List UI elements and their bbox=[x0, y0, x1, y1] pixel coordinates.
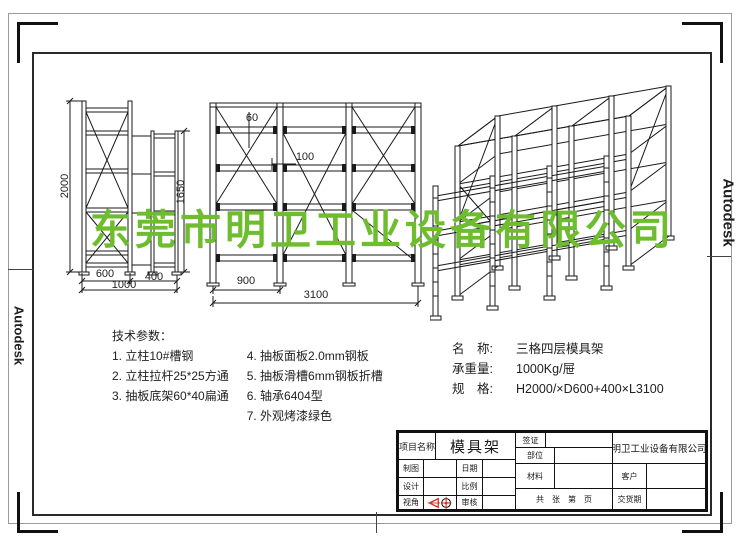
project-name-cell: 模具架 bbox=[435, 432, 516, 460]
scale-label-cell: 比例 bbox=[456, 477, 483, 496]
tech-params-title: 技术参数： bbox=[112, 329, 173, 343]
draft-value-cell bbox=[423, 459, 457, 478]
autodesk-watermark-right: Autodesk bbox=[719, 178, 737, 247]
design-label-cell: 设计 bbox=[398, 477, 424, 496]
isometric-view-drawing bbox=[430, 85, 675, 321]
sign-label-cell: 签证 bbox=[515, 432, 546, 448]
tech-params-col2: 4. 抽板面板2.0mm钢板 5. 抽板滑槽6mm钢板折槽 6. 轴承6404型… bbox=[247, 346, 383, 426]
dim-label-60: 60 bbox=[245, 112, 259, 124]
delivery-value-cell bbox=[646, 488, 706, 510]
page-border bbox=[8, 13, 732, 524]
trim-mark-bottom-left bbox=[17, 530, 58, 533]
spec-size-value: H2000/×D600+400×L3100 bbox=[516, 382, 664, 396]
tech-param-item: 3. 抽板底架60*40扁通 bbox=[112, 389, 229, 403]
center-tick-left bbox=[8, 269, 33, 270]
dim-label-3100: 3100 bbox=[303, 289, 329, 301]
front-view-drawing bbox=[206, 102, 425, 307]
dim-label-400: 400 bbox=[144, 271, 164, 283]
date-label-cell: 日期 bbox=[456, 459, 483, 478]
customer-value-cell bbox=[646, 463, 706, 489]
dim-label-100: 100 bbox=[295, 151, 315, 163]
part-label-cell: 部位 bbox=[515, 447, 555, 464]
trim-mark-bottom-right bbox=[682, 530, 723, 533]
tech-param-item: 7. 外观烤漆绿色 bbox=[246, 409, 333, 423]
title-block: 项目名称 模具架 制图 日期 设计 比例 视角 审核 签证 部位 材料 共 张 … bbox=[396, 430, 708, 512]
part-value-cell bbox=[554, 447, 613, 464]
tech-param-item: 4. 抽板面板2.0mm钢板 bbox=[246, 349, 369, 363]
scale-value-cell bbox=[482, 477, 516, 496]
tech-param-item: 5. 抽板滑槽6mm钢板折槽 bbox=[246, 369, 383, 383]
tech-params-col1: 1. 立柱10#槽钢 2. 立柱拉杆25*25方通 3. 抽板底架60*40扁通 bbox=[112, 346, 229, 426]
side-view-drawing bbox=[66, 97, 190, 294]
tech-param-item: 6. 轴承6404型 bbox=[246, 389, 323, 403]
dim-label-1000: 1000 bbox=[111, 279, 137, 291]
delivery-label-cell: 交货期 bbox=[612, 488, 647, 510]
trim-mark-top-right-v bbox=[720, 22, 723, 63]
company-watermark: 东莞市明卫工业设备有限公司 bbox=[90, 206, 675, 254]
product-spec-block: 名 称: 三格四层模具架 承重量: 1000Kg/屉 规 格: H2000/×D… bbox=[452, 339, 664, 399]
tech-param-item: 2. 立柱拉杆25*25方通 bbox=[112, 369, 229, 383]
dim-label-600: 600 bbox=[95, 268, 115, 280]
material-value-cell bbox=[554, 463, 613, 489]
tech-params-block: 技术参数： 1. 立柱10#槽钢 2. 立柱拉杆25*25方通 3. 抽板底架6… bbox=[112, 326, 383, 426]
center-tick-bottom bbox=[376, 512, 377, 533]
third-angle-projection-icon bbox=[427, 496, 452, 509]
center-tick-right bbox=[707, 256, 731, 257]
date-value-cell bbox=[482, 459, 516, 478]
customer-label-cell: 客户 bbox=[612, 463, 647, 489]
review-value-cell bbox=[482, 495, 516, 510]
company-name-cell: 明卫工业设备有限公司 bbox=[612, 432, 706, 464]
material-label-cell: 材料 bbox=[515, 463, 555, 489]
trim-mark-bottom-right-v bbox=[720, 492, 723, 533]
review-label-cell: 审核 bbox=[456, 495, 483, 510]
dim-label-900: 900 bbox=[236, 275, 256, 287]
dim-label-2000: 2000 bbox=[59, 173, 71, 199]
trim-mark-top-right bbox=[682, 22, 723, 25]
trim-mark-top-left bbox=[17, 22, 58, 25]
spec-load-value: 1000Kg/屉 bbox=[516, 362, 576, 376]
view-label-cell: 视角 bbox=[398, 495, 424, 510]
tech-param-item: 1. 立柱10#槽钢 bbox=[112, 349, 194, 363]
spec-name-value: 三格四层模具架 bbox=[516, 342, 604, 356]
spec-load-label: 承重量: bbox=[452, 362, 493, 376]
project-label-cell: 项目名称 bbox=[398, 432, 436, 460]
projection-symbol-cell bbox=[423, 495, 457, 510]
trim-mark-bottom-left-v bbox=[17, 492, 20, 533]
spec-name-label: 名 称: bbox=[452, 342, 493, 356]
spec-size-label: 规 格: bbox=[452, 382, 493, 396]
draft-label-cell: 制图 bbox=[398, 459, 424, 478]
trim-mark-top-left-v bbox=[17, 22, 20, 63]
drawing-frame bbox=[32, 52, 712, 516]
autodesk-watermark-left: Autodesk bbox=[11, 305, 27, 366]
design-value-cell bbox=[423, 477, 457, 496]
sign-value-cell bbox=[545, 432, 613, 448]
pages-label-cell: 共 张 第 页 bbox=[515, 488, 613, 510]
